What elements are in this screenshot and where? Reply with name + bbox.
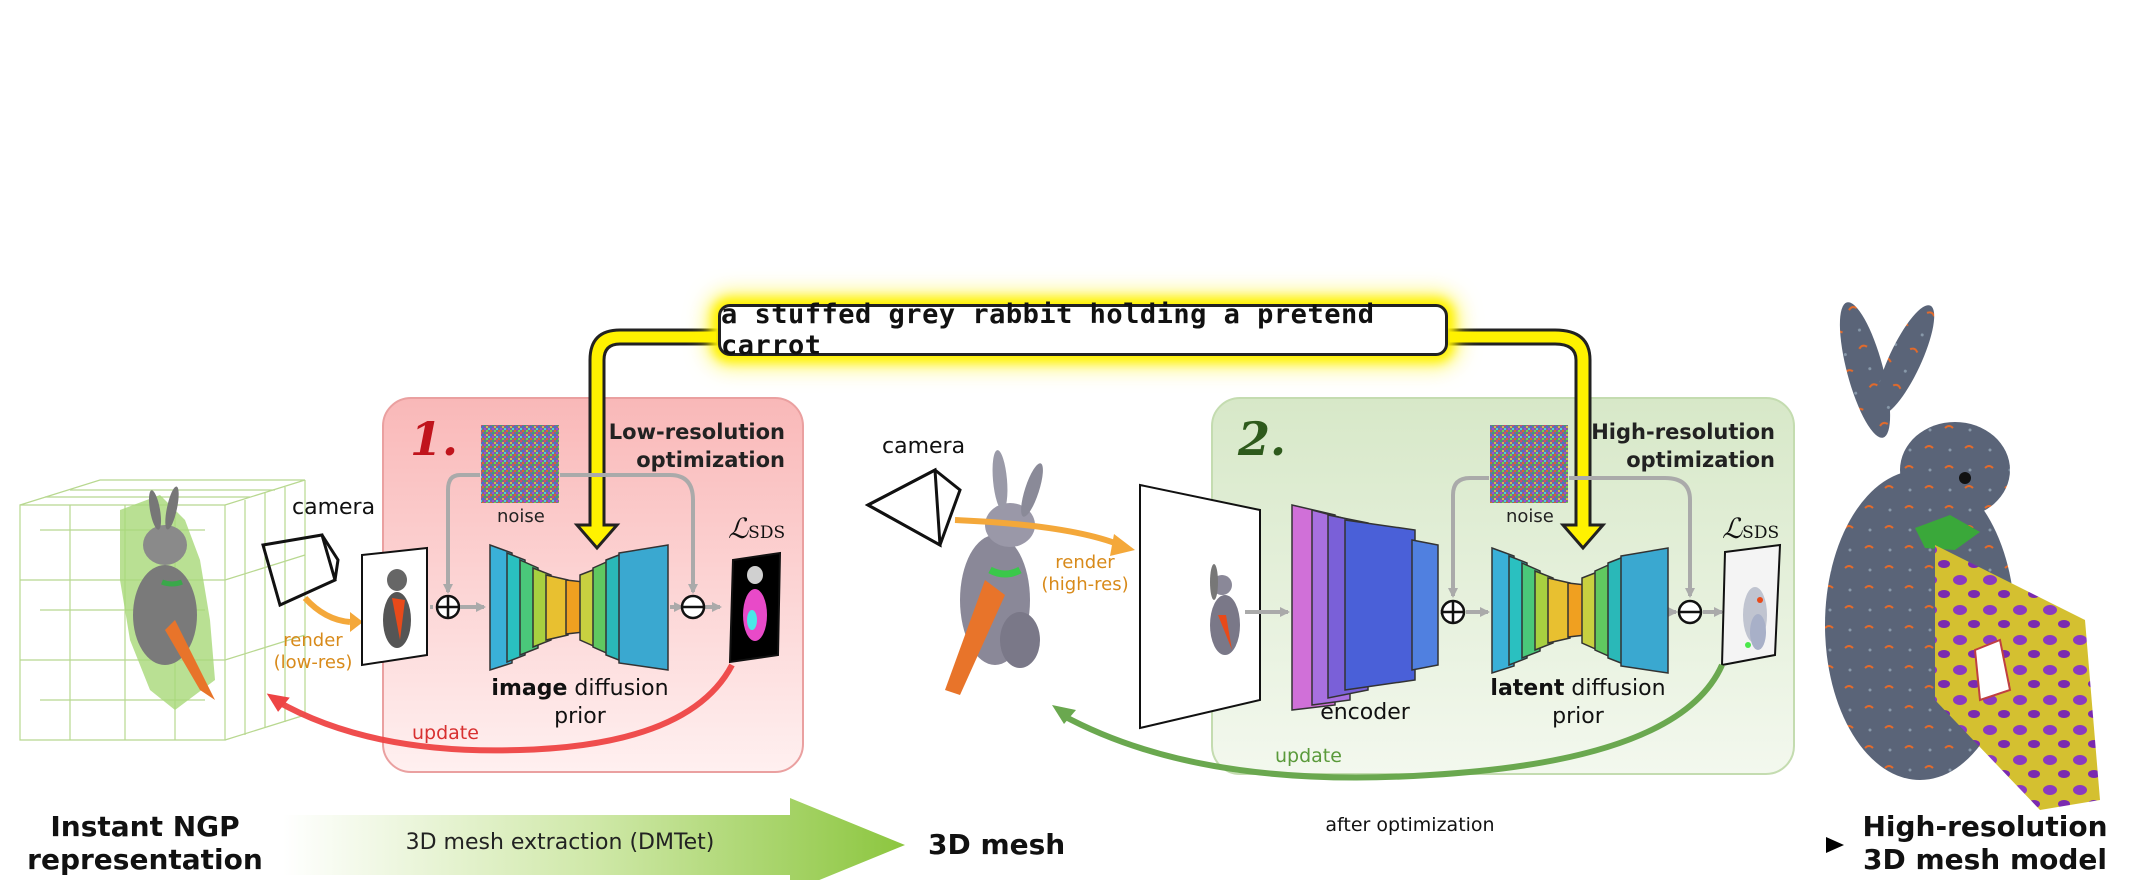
mesh-label: 3D mesh — [928, 828, 1066, 861]
text-prompt: a stuffed grey rabbit holding a pretend … — [718, 299, 1448, 361]
stage2-title: High-resolution optimization — [1545, 418, 1775, 474]
stage1-title: Low-resolution optimization — [560, 418, 785, 474]
stage1-number: 1. — [410, 412, 459, 466]
update-arrow-2 — [1060, 663, 1725, 781]
minus-circle-icon — [680, 594, 706, 620]
plus-circle-icon — [1440, 599, 1466, 625]
render-label-2: render (high-res) — [1035, 552, 1135, 596]
stage2-number: 2. — [1238, 412, 1287, 466]
update-label-1: update — [412, 722, 479, 744]
render-label-1: render (low-res) — [268, 630, 358, 674]
update-arrow-1 — [273, 663, 735, 754]
prior-label-1-rest: diffusion — [567, 676, 669, 701]
rendered-image-highres — [1139, 483, 1261, 730]
prior-label-2: latent diffusion prior — [1468, 675, 1688, 731]
hr-mesh-label-line2: 3D mesh model — [1862, 843, 2108, 876]
render-arrow-1 — [302, 595, 351, 625]
loss-label-1: ℒSDS — [728, 512, 785, 545]
encoder-block — [1291, 504, 1439, 711]
prior-label-1-line2: prior — [554, 704, 606, 729]
minus-circle-icon — [1677, 599, 1703, 625]
hr-mesh-label-line1: High-resolution — [1862, 810, 2108, 843]
rendered-image-lowres — [361, 546, 428, 667]
ngp-label-line2: representation — [27, 843, 263, 876]
sds-image-2 — [1720, 543, 1782, 667]
noise-label-1: noise — [497, 506, 545, 527]
mesh-rabbit — [945, 450, 1043, 695]
render-label-1-line1: render — [283, 630, 343, 651]
loss-symbol-2: ℒ — [1722, 512, 1743, 545]
camera-icon — [864, 467, 962, 548]
prior-label-2-line2: prior — [1552, 704, 1604, 729]
prior-label-1-bold: image — [491, 676, 568, 701]
render-label-1-line2: (low-res) — [273, 652, 353, 673]
extraction-label: 3D mesh extraction (DMTet) — [405, 830, 715, 855]
ngp-label-line1: Instant NGP — [50, 810, 240, 843]
prompt-arrows — [573, 328, 1607, 551]
ngp-label: Instant NGP representation — [20, 810, 270, 876]
stage2-title-line2: optimization — [1626, 448, 1775, 472]
loss-symbol-1: ℒ — [728, 512, 749, 545]
stage1-title-line1: Low-resolution — [608, 420, 785, 444]
stage1-title-line2: optimization — [636, 448, 785, 472]
noise-image — [1490, 425, 1568, 503]
camera-label-1: camera — [292, 495, 376, 520]
encoder-label: encoder — [1320, 700, 1410, 725]
after-label: after optimization — [1325, 814, 1495, 836]
camera-label-2: camera — [882, 434, 966, 459]
noise-image — [481, 425, 559, 503]
hr-mesh-label: High-resolution 3D mesh model — [1850, 810, 2120, 876]
extraction-arrow — [283, 798, 905, 880]
final-rabbit — [1825, 302, 2100, 810]
camera-icon — [261, 533, 340, 608]
loss-label-2: ℒSDS — [1722, 512, 1779, 545]
render-label-2-line1: render — [1055, 552, 1115, 573]
loss-sub-2: SDS — [1742, 523, 1780, 543]
render-arrow-2 — [954, 517, 1122, 548]
prior-label-2-bold: latent — [1490, 676, 1565, 701]
stage2-title-line1: High-resolution — [1591, 420, 1775, 444]
unet-stage1 — [489, 543, 669, 672]
noise-label-2: noise — [1506, 506, 1554, 527]
loss-sub-1: SDS — [748, 523, 786, 543]
prior-label-1: image diffusion prior — [470, 675, 690, 731]
update-label-2: update — [1275, 745, 1342, 767]
unet-stage2 — [1491, 546, 1669, 675]
ngp-rabbit — [120, 486, 215, 710]
prior-label-2-rest: diffusion — [1564, 676, 1666, 701]
sds-image-1 — [728, 551, 782, 664]
render-label-2-line2: (high-res) — [1041, 574, 1129, 595]
plus-circle-icon — [435, 594, 461, 620]
